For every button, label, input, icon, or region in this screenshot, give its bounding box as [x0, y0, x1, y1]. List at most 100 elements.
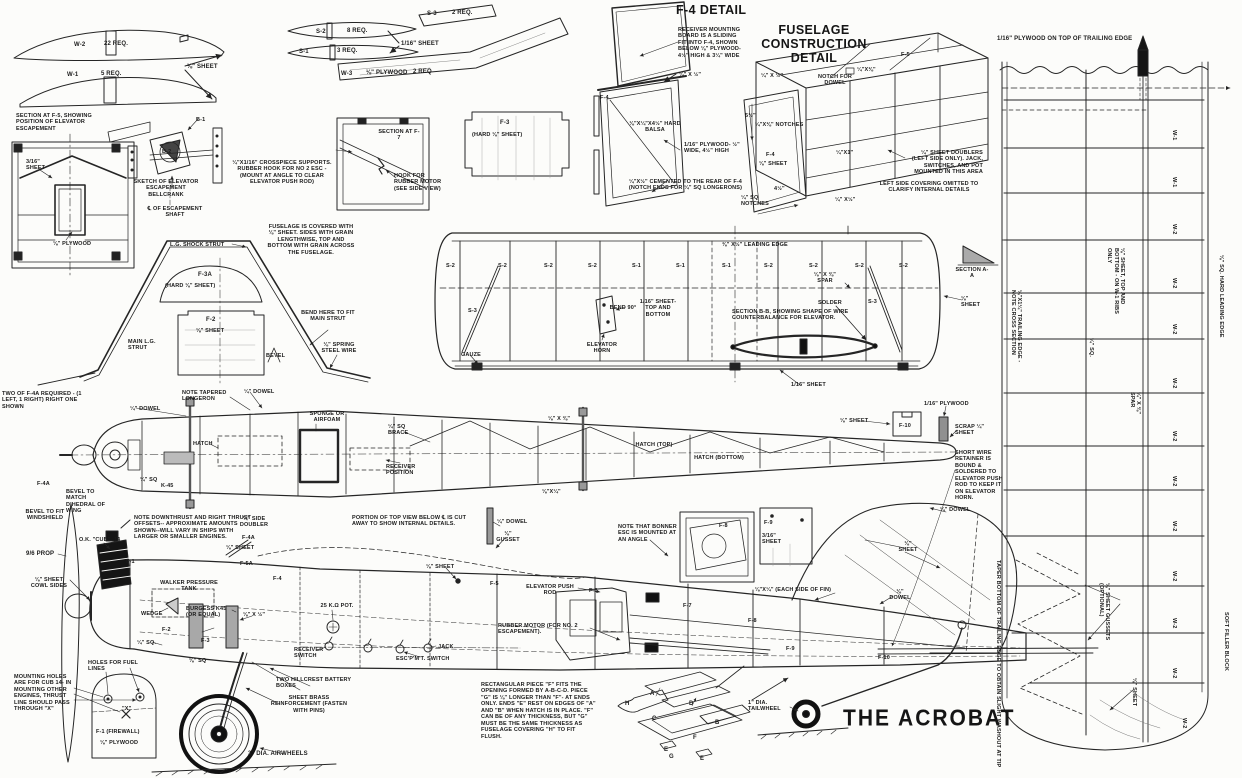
callout-label: 1" DIA. TAILWHEEL	[748, 700, 781, 713]
callout-label: K-45	[161, 483, 174, 489]
callout-label: W-2	[1171, 324, 1177, 335]
callout-label: RECEIVER POSITION	[386, 464, 416, 477]
callout-label: 2 REQ	[413, 69, 432, 75]
callout-label: HATCH (TOP)	[635, 442, 673, 448]
callout-label: S-2	[809, 263, 819, 269]
callout-label: TAPER BOTTOM OF TRAILING EDGE TO OBTAIN …	[995, 560, 1001, 768]
callout-label: ¼"X⅜"	[857, 67, 876, 73]
callout-label: ¼" X ½"	[761, 73, 784, 79]
callout-label: ⅛"X¼" (EACH SIDE OF FIN)	[754, 587, 832, 593]
callout-label: F-4	[273, 576, 282, 582]
callout-label: 8 REQ.	[347, 28, 368, 34]
callout-label: RUBBER MOTOR (FOR NO. 2 ESCAPEMENT).	[498, 623, 578, 636]
callout-label: W-2	[1171, 224, 1177, 235]
callout-label: 5 REQ.	[101, 71, 122, 77]
callout-label: 1/16" SHEET- TOP AND BOTTOM	[639, 299, 677, 318]
callout-label: S-1	[676, 263, 686, 269]
callout-label: W-2	[1171, 431, 1177, 442]
callout-label: ¼" DOWEL	[497, 519, 528, 525]
plan-title: THE ACROBAT	[843, 706, 1016, 731]
callout-label: W-2	[1171, 521, 1177, 532]
callout-label: F-8	[748, 618, 757, 624]
callout-label: 3/16" SHEET	[26, 159, 46, 172]
callout-label: HOOK FOR RUBBER MOTOR (SEE SIDE VIEW)	[394, 173, 442, 192]
callout-label: ⅛" SQ	[189, 658, 207, 664]
callout-label: 3" DIA. AIRWHEELS	[248, 751, 308, 757]
callout-label: (HARD ⅛" SHEET)	[472, 132, 523, 138]
callout-label: ¼" SQ.	[1088, 338, 1094, 358]
callout-label: BEVEL TO FIT WINDSHIELD	[25, 509, 65, 522]
callout-label: ¼" DOWEL	[940, 507, 971, 513]
callout-label: ⅛"X¼"X4½" HARD BALSA	[629, 121, 681, 134]
callout-label: ¼" SHEET DOUBLERS (LEFT SIDE ONLY). JACK…	[911, 150, 983, 176]
callout-label: ⅛" SHEET	[1131, 678, 1137, 707]
callout-label: ⅛" SHEET, TOP AND BOTTOM - ON W-1 RIBS O…	[1106, 248, 1125, 315]
callout-label: ⅛" X ⅜" SPAR	[813, 272, 837, 285]
callout-label: B	[715, 720, 720, 726]
callout-label: W-2	[1171, 668, 1177, 679]
callout-label: F-5A	[240, 561, 253, 567]
callout-label: ELEVATOR PUSH ROD	[526, 584, 574, 597]
callout-label: F-4A	[37, 481, 50, 487]
callout-label: SECTION AT F-5, SHOWING POSITION OF ELEV…	[16, 113, 92, 132]
callout-label: F-4	[600, 95, 609, 101]
callout-label: 1/16" PLYWOOD	[924, 401, 969, 407]
callout-label: 1/16" PLYWOOD- ½" WIDE, 4½" HIGH	[684, 142, 740, 155]
callout-label: 1/16" SHEET	[401, 41, 439, 47]
callout-label: F-9	[764, 520, 773, 526]
callout-label: ⅛" SHEET	[759, 161, 788, 167]
callout-label: F-3A	[198, 272, 212, 278]
callout-label: SECTION AT F-7	[378, 129, 420, 142]
callout-label: W-2	[1171, 618, 1177, 629]
callout-label: 1/16" PLYWOOD ON TOP OF TRAILING EDGE	[997, 36, 1133, 42]
callout-label: A	[650, 691, 655, 697]
callout-label: SECTION B-B, SHOWING SHAPE OF WIRE COUNT…	[732, 309, 849, 322]
callout-label: BEVEL TO MATCH DIHEDRAL OF WING	[66, 489, 106, 515]
callout-label: ¼" SQ	[140, 477, 158, 483]
callout-label: HOLES FOR FUEL LINES	[88, 660, 138, 673]
callout-label: ¼" SIDE DOUBLER	[239, 516, 269, 529]
callout-label: S-1	[722, 263, 732, 269]
callout-label: ⅛" SHEET COWL SIDES	[30, 577, 68, 590]
callout-label: ⅛" SHEET	[426, 564, 455, 570]
callout-label: HATCH	[193, 441, 213, 447]
callout-label: W-2	[74, 42, 86, 48]
callout-label: F	[693, 735, 697, 741]
callout-label: F-9	[786, 646, 795, 652]
callout-label: F-4A	[242, 535, 255, 541]
callout-label: TWO OF F-4A REQUIRED - (1 LEFT, 1 RIGHT)…	[2, 391, 82, 410]
callout-label: F-3	[500, 120, 510, 126]
callout-label: ¼" X½"	[835, 197, 856, 203]
callout-label: FUSELAGE IS COVERED WITH ⅛" SHEET. SIDES…	[267, 224, 355, 256]
callout-label: L.G. SHOCK STRUT	[170, 242, 225, 248]
callout-label: BEVEL	[266, 353, 286, 359]
callout-label: F-4	[766, 152, 775, 158]
callout-label: F-1 (FIREWALL)	[96, 729, 140, 735]
callout-label: (HARD ⅛" SHEET)	[165, 283, 216, 289]
callout-label: W-2	[1171, 571, 1177, 582]
callout-label: SECTION A-A	[955, 267, 989, 280]
f4-detail-title: F-4 DETAIL	[676, 3, 747, 17]
callout-label: 3/16" SHEET	[762, 533, 782, 546]
callout-label: S-2	[446, 263, 456, 269]
callout-label: SKETCH OF ELEVATOR ESCAPEMENT BELLCRANK	[133, 179, 199, 198]
fuselage-detail-title: FUSELAGE CONSTRUCTION DETAIL	[761, 23, 867, 65]
callout-label: LEFT SIDE COVERING OMITTED TO CLARIFY IN…	[879, 181, 979, 194]
callout-label: NOTE TAPERED LONGERON	[182, 390, 227, 403]
callout-label: B-2	[162, 149, 172, 155]
callout-label: 5½"	[745, 113, 756, 119]
callout-label: W-1	[1171, 130, 1177, 141]
callout-label: S-1	[632, 263, 642, 269]
callout-label: S-3	[468, 308, 478, 314]
callout-label: BEND 90°	[609, 305, 637, 311]
callout-label: RECEIVER SWITCH	[294, 647, 324, 660]
callout-label: SOFT FILLER BLOCK	[1223, 612, 1229, 672]
callout-label: E	[700, 756, 705, 762]
callout-label: W-2	[1171, 476, 1177, 487]
callout-label: S-1	[299, 49, 309, 55]
callout-label: S-3	[868, 299, 878, 305]
callout-label: "X"	[122, 706, 132, 712]
callout-label: ℄ OF ESCAPEMENT SHAFT	[147, 206, 203, 219]
callout-label: ⅛" DOWEL	[889, 589, 911, 602]
